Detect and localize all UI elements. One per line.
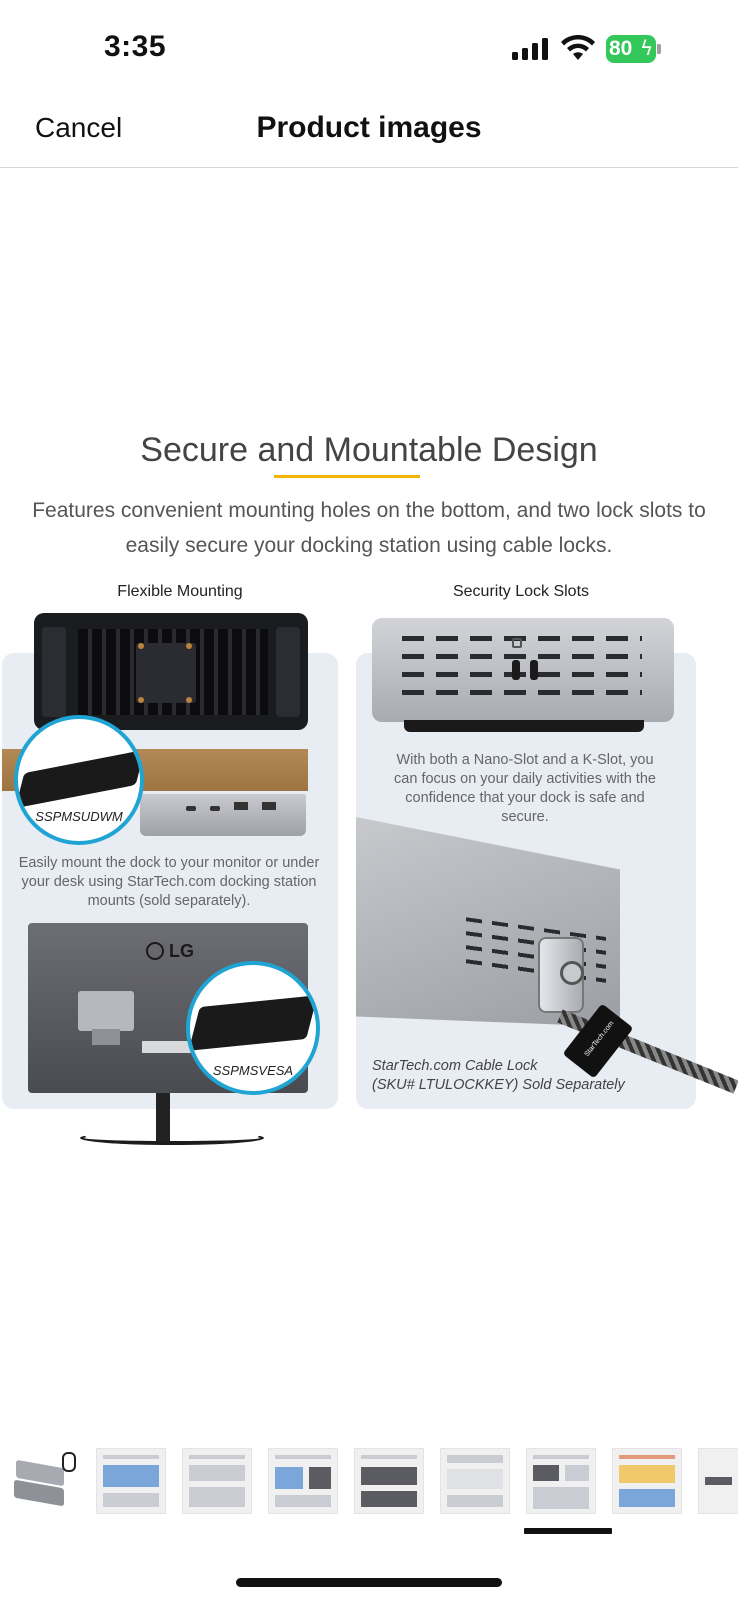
k-slot	[530, 660, 538, 680]
product-image-viewer[interactable]: Secure and Mountable Design Features con…	[0, 169, 738, 1419]
vesa-mount-badge: SSPMSVESA	[186, 961, 320, 1095]
nav-bar: Cancel Product images	[0, 100, 738, 168]
image-headline: Secure and Mountable Design	[140, 431, 598, 469]
desk-mount-label: SSPMSUDWM	[35, 809, 123, 824]
wifi-icon	[561, 35, 595, 60]
thumbnail-4[interactable]	[268, 1448, 338, 1514]
battery-icon: 80 ϟ	[606, 35, 656, 63]
monitor-stand-base	[80, 1131, 264, 1145]
cable-lock-caption-line-2: (SKU# LTULOCKKEY) Sold Separately	[372, 1077, 625, 1093]
lock-symbol-icon	[512, 638, 522, 648]
battery-cap	[657, 44, 661, 54]
cancel-button[interactable]: Cancel	[35, 112, 123, 143]
lock-slots-caption: With both a Nano-Slot and a K-Slot, you …	[394, 752, 656, 825]
monitor-brand: LG	[146, 941, 194, 962]
thumbnail-8[interactable]	[612, 1448, 682, 1514]
thumbnail-9[interactable]	[698, 1448, 738, 1514]
vesa-mount-label: SSPMSVESA	[212, 1063, 294, 1078]
page-title: Product images	[256, 111, 482, 144]
image-intro-text: Features convenient mounting holes on th…	[32, 499, 706, 557]
cable-lock-keyhole-icon	[560, 961, 584, 985]
thumbnail-7-selected[interactable]	[526, 1448, 596, 1514]
thumbnail-strip[interactable]	[0, 1440, 738, 1530]
dock-foot	[404, 720, 644, 732]
mounting-caption: Easily mount the dock to your monitor or…	[18, 855, 320, 909]
cable-lock-caption-line-1: StarTech.com Cable Lock	[372, 1058, 538, 1074]
lg-logo-icon	[146, 942, 164, 960]
thumbnail-2[interactable]	[96, 1448, 166, 1514]
security-lock-slots-title: Security Lock Slots	[452, 583, 590, 600]
selected-thumbnail-indicator	[524, 1528, 612, 1534]
dock-under-desk-image	[140, 794, 306, 836]
signal-icon	[512, 38, 548, 60]
battery-level: 80	[609, 37, 633, 60]
desk-mount-badge: SSPMSUDWM	[14, 715, 144, 845]
thumbnail-5[interactable]	[354, 1448, 424, 1514]
dock-lock-slots-image	[372, 618, 674, 722]
flexible-mounting-title: Flexible Mounting	[117, 583, 243, 600]
headline-accent-rule	[274, 475, 420, 478]
home-indicator[interactable]	[236, 1578, 502, 1587]
charging-bolt-icon: ϟ	[640, 36, 654, 60]
dock-underside-image	[34, 613, 308, 730]
thumbnail-3[interactable]	[182, 1448, 252, 1514]
status-bar: 3:35 80 ϟ	[0, 0, 738, 100]
cable-lock-caption: StarTech.com Cable Lock (SKU# LTULOCKKEY…	[372, 1057, 632, 1095]
status-time: 3:35	[104, 30, 167, 63]
thumbnail-1[interactable]	[10, 1448, 80, 1514]
nano-slot	[512, 660, 520, 680]
thumbnail-6[interactable]	[440, 1448, 510, 1514]
